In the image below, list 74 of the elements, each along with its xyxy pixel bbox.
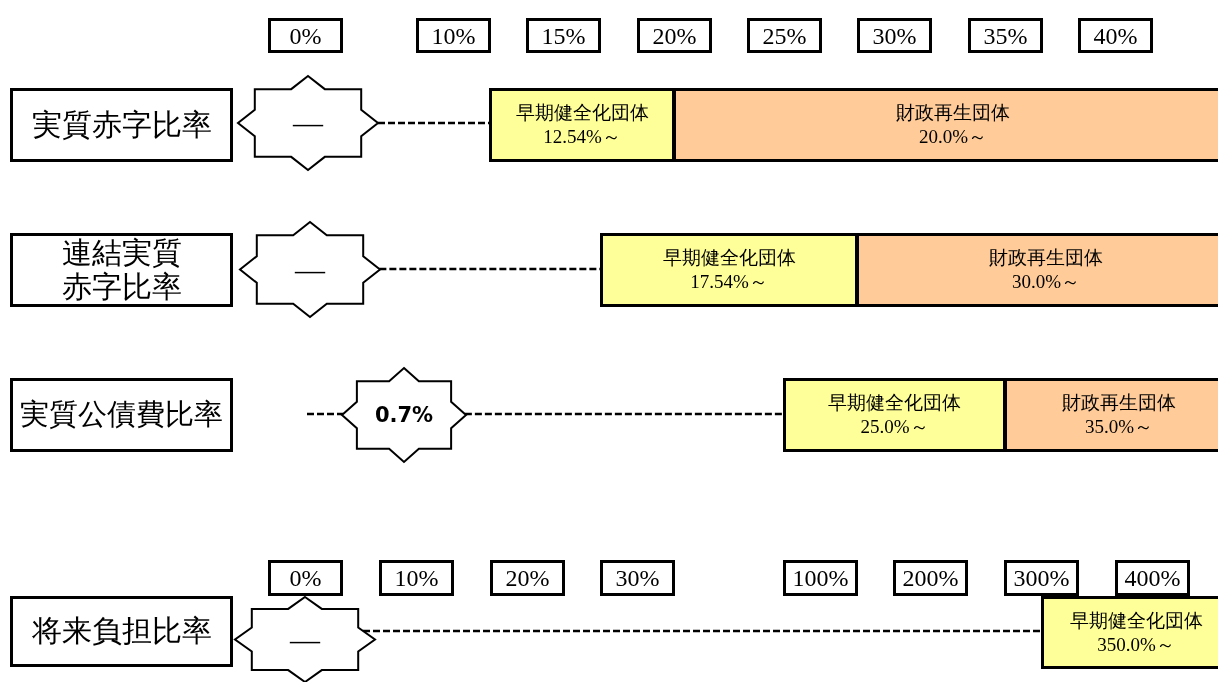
value-star <box>240 222 380 317</box>
ratio-name-box <box>10 88 233 162</box>
scale-box <box>1115 560 1190 596</box>
threshold-box <box>1041 596 1218 669</box>
threshold-value: 30.0%～ <box>1011 270 1081 294</box>
scale-box <box>968 18 1043 53</box>
scale-box <box>1004 560 1079 596</box>
group-name: 早期健全化団体 <box>662 246 796 270</box>
ratio-name: 将来負担比率 <box>31 614 212 649</box>
threshold-box <box>673 88 1218 162</box>
threshold-box <box>600 233 858 307</box>
threshold-box <box>783 378 1006 452</box>
value-text: 0.7% <box>374 403 434 427</box>
scale-value: 30% <box>872 23 917 48</box>
scale-value: 200% <box>902 566 959 590</box>
scale-value: 20% <box>505 566 550 590</box>
value-text: — <box>293 106 323 140</box>
scale-box <box>637 18 712 53</box>
value-star <box>342 368 466 462</box>
value-star <box>238 76 378 170</box>
scale-box <box>783 560 858 596</box>
scale-value: 20% <box>652 23 697 48</box>
scale-value: 15% <box>541 23 586 48</box>
value-star <box>235 597 375 682</box>
scale-box <box>490 560 565 596</box>
scale-box <box>416 18 491 53</box>
group-name: 早期健全化団体 <box>1069 608 1203 633</box>
scale-value: 25% <box>762 23 807 48</box>
threshold-value: 20.0%～ <box>918 125 988 149</box>
dashed-line <box>379 267 600 271</box>
value-text: — <box>295 252 325 287</box>
threshold-box <box>489 88 675 162</box>
scale-box <box>893 560 968 596</box>
ratio-name-box <box>10 596 233 667</box>
threshold-box <box>1004 378 1218 452</box>
scale-value: 0% <box>289 566 322 590</box>
scale-box <box>1078 18 1153 53</box>
threshold-value: 350.0%～ <box>1097 632 1175 657</box>
group-name: 早期健全化団体 <box>515 101 649 125</box>
ratio-name-box <box>10 233 233 307</box>
threshold-value: 35.0%～ <box>1084 415 1154 439</box>
scale-value: 400% <box>1124 566 1181 590</box>
dashed-line <box>363 629 1041 633</box>
scale-box <box>747 18 822 53</box>
scale-value: 10% <box>431 23 476 48</box>
value-text: — <box>290 622 320 657</box>
scale-box <box>268 560 343 596</box>
scale-value: 10% <box>394 566 439 590</box>
ratio-name: 連結実質赤字比率 <box>60 235 183 305</box>
scale-value: 40% <box>1093 23 1138 48</box>
ratio-name: 実質赤字比率 <box>31 107 212 143</box>
group-name: 財政再生団体 <box>896 101 1010 125</box>
scale-value: 35% <box>983 23 1028 48</box>
scale-value: 0% <box>289 23 322 48</box>
group-name: 財政再生団体 <box>1062 391 1176 415</box>
dashed-line <box>378 121 489 125</box>
threshold-value: 17.54%～ <box>690 270 768 294</box>
dashed-line <box>464 412 783 416</box>
scale-box <box>379 560 454 596</box>
ratio-name: 実質公債費比率 <box>20 398 223 432</box>
ratio-name-box <box>10 378 233 452</box>
scale-box <box>526 18 601 53</box>
threshold-value: 25.0%～ <box>860 415 929 439</box>
scale-value: 300% <box>1013 566 1070 590</box>
scale-value: 30% <box>615 566 660 590</box>
dashed-line <box>307 412 344 416</box>
scale-box <box>600 560 675 596</box>
group-name: 早期健全化団体 <box>828 391 961 415</box>
scale-box <box>268 18 343 53</box>
threshold-value: 12.54%～ <box>543 125 621 149</box>
threshold-box <box>856 233 1218 307</box>
scale-value: 100% <box>792 566 849 590</box>
group-name: 財政再生団体 <box>989 246 1103 270</box>
scale-box <box>857 18 932 53</box>
